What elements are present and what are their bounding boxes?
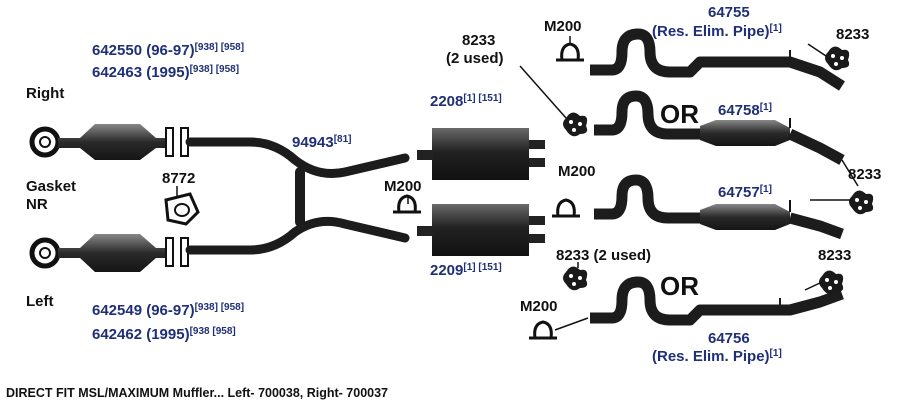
label-hanger-mid-used: 8233 (2 used) [556,247,652,264]
label-left: Left [26,293,54,310]
label-muffler-lower: 2209[1] [151] [430,262,502,279]
label-clamp-upper: M200 [544,18,582,35]
tailpipe-64756[interactable] [590,276,844,326]
label-tailpipe-d-part: 64756 [708,330,750,347]
tailpipe-64758[interactable] [594,90,845,165]
label-hanger-top-line2: (2 used) [446,50,504,67]
label-gasket-line2: NR [26,196,48,213]
clamp-m200-icon[interactable] [552,198,580,218]
clamp-m200-icon[interactable] [529,320,557,340]
right-catalytic-converter[interactable] [29,124,189,160]
label-tailpipe-c-part: 64757[1] [718,184,772,201]
caption: DIRECT FIT MSL/MAXIMUM Muffler... Left- … [6,386,389,400]
label-left-lower-part: 642462 (1995)[938 [958] [92,326,236,343]
hanger-8233-icon[interactable] [849,190,874,215]
label-pipe-part: 94943[81] [292,134,352,151]
label-hanger-right-top: 8233 [836,26,870,43]
right-flange-ring [29,126,61,158]
label-right-upper-part: 642550 (96-97)[938] [958] [92,42,245,59]
label-or-lower: OR [660,271,699,301]
hanger-8233-icon[interactable] [563,112,588,137]
label-tailpipe-b-part: 64758[1] [718,102,772,119]
y-pipe-94943[interactable] [185,137,410,255]
label-left-upper-part: 642549 (96-97)[938] [958] [92,302,245,319]
label-clamp-lower: M200 [520,298,558,315]
hanger-8233-icon[interactable] [563,266,588,291]
left-catalytic-converter[interactable] [29,234,189,272]
muffler-2209[interactable] [417,204,545,256]
label-or-upper: OR [660,99,699,129]
left-flange-ring [29,237,61,269]
label-muffler-upper: 2208[1] [151] [430,93,502,110]
gasket-8772-icon[interactable] [164,192,200,226]
label-tailpipe-d-desc: (Res. Elim. Pipe)[1] [652,348,782,365]
label-clamp-right-mid: M200 [558,163,596,180]
label-clamp-mid: M200 [384,178,422,195]
tailpipe-64757[interactable] [594,174,844,240]
label-right-lower-part: 642463 (1995)[938] [958] [92,64,240,81]
label-gasket-part: 8772 [162,170,196,187]
label-right: Right [26,85,65,102]
tailpipe-64755[interactable] [590,28,845,91]
hanger-8233-icon[interactable] [825,46,850,71]
muffler-2208[interactable] [417,128,545,180]
hanger-8233-icon[interactable] [819,270,844,295]
leader-lines [176,36,859,331]
label-tailpipe-a-desc: (Res. Elim. Pipe)[1] [652,23,782,40]
label-hanger-right-mid: 8233 [848,166,882,183]
label-gasket-line1: Gasket [26,178,77,195]
clamp-m200-icon[interactable] [556,42,584,62]
clamp-m200-icon[interactable] [393,194,421,214]
label-hanger-top-line1: 8233 [462,32,496,49]
label-tailpipe-a-part: 64755 [708,4,750,21]
label-hanger-right-low: 8233 [818,247,852,264]
